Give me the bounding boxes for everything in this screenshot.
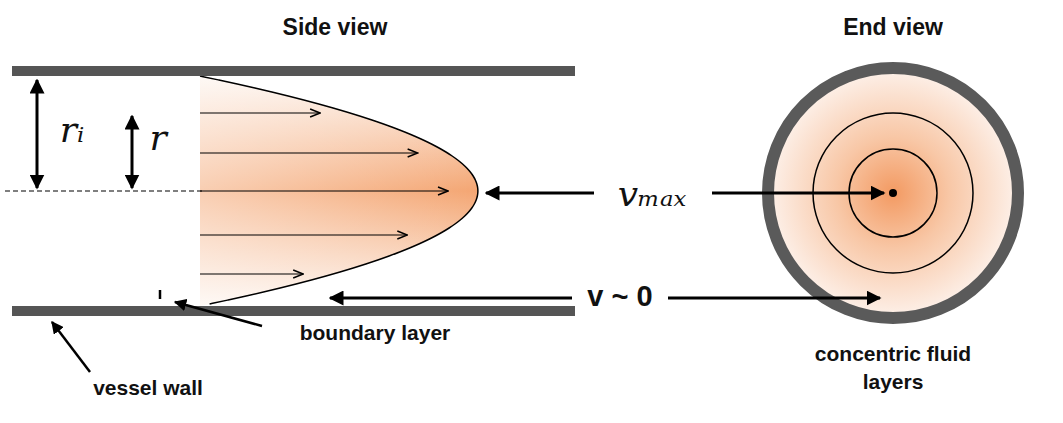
leader-arrow — [175, 302, 262, 326]
pointer-arrow — [668, 297, 880, 300]
radius-label: r — [149, 114, 166, 163]
part-label: boundary layer — [300, 319, 451, 347]
centerline — [5, 190, 205, 191]
profile-fade — [200, 76, 478, 306]
velocity-label: v ~ 0 — [587, 277, 652, 316]
part-label: concentric fluid layers — [808, 340, 978, 397]
profile-curve — [200, 76, 478, 304]
radius-label: rᵢ — [60, 106, 84, 155]
velocity-vector — [200, 152, 418, 153]
pointer-arrow — [712, 192, 884, 195]
pointer-arrow — [330, 297, 572, 300]
velocity-vector — [200, 190, 448, 191]
radius-arrow — [131, 116, 134, 188]
boundary-tick — [159, 290, 162, 299]
leader-arrow — [52, 322, 90, 372]
velocity-vector — [200, 234, 407, 235]
part-label: vessel wall — [93, 374, 203, 402]
velocity-vector — [200, 112, 320, 113]
view-title: Side view — [283, 12, 388, 43]
vessel-wall-top — [12, 66, 575, 76]
velocity-vector — [200, 273, 303, 274]
pointer-arrow — [486, 192, 594, 195]
center-dot — [889, 189, 897, 197]
velocity-label: vₘₐₓ — [618, 170, 687, 219]
radius-arrow — [36, 80, 39, 188]
view-title: End view — [843, 12, 943, 43]
velocity-profile — [200, 76, 478, 306]
vessel-wall-bottom — [12, 306, 575, 316]
